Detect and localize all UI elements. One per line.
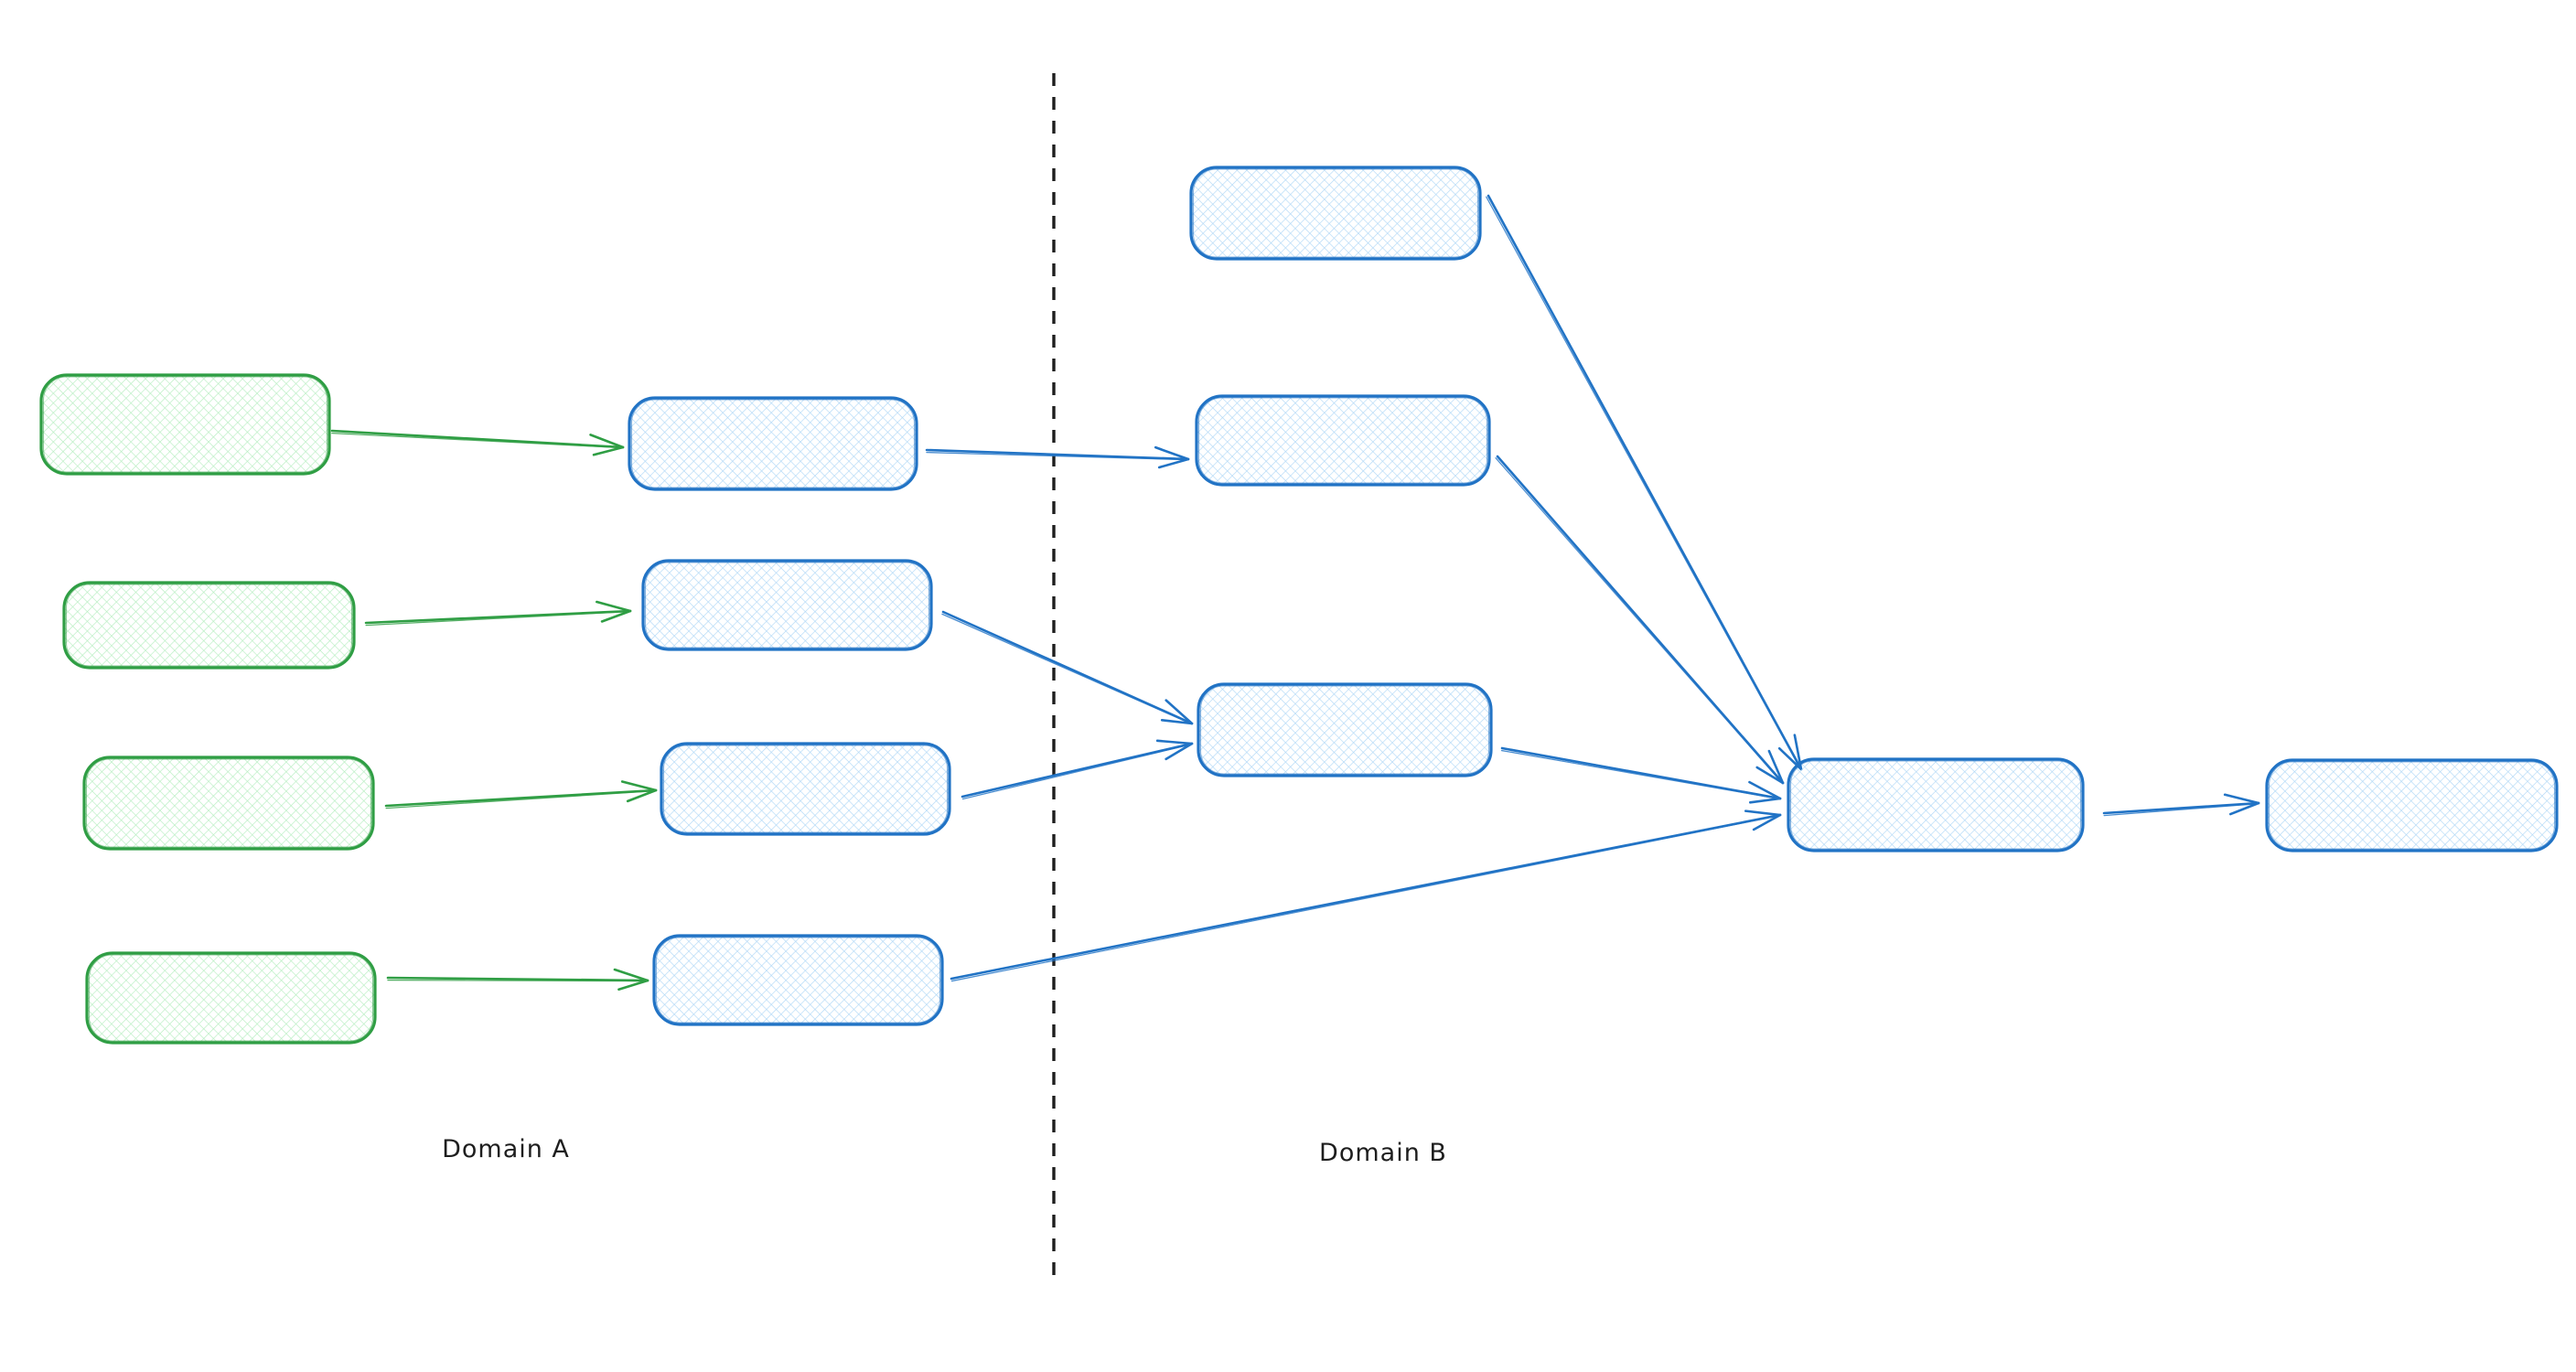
edge-a4-b4[interactable] [386,968,649,991]
node-rect-a4[interactable] [85,951,377,1045]
arrowhead-barb [596,600,632,613]
node-rect-a3[interactable] [82,756,375,851]
arrowhead-barb [592,445,625,456]
edge-sketch-stroke [961,743,1193,800]
edge-c2-d1[interactable] [1495,455,1785,785]
node-sketch-stroke [85,758,372,848]
node-rect-b2[interactable] [641,559,933,651]
node-b1[interactable] [628,396,918,491]
node-rect-a1[interactable] [39,373,331,476]
node-sketch-stroke [65,584,353,667]
node-rect-a2[interactable] [62,581,356,670]
node-a3[interactable] [82,756,375,851]
arrowhead-barb [1155,739,1194,745]
edge-sketch-stroke [331,432,624,449]
node-c1[interactable] [1189,166,1482,261]
node-a1[interactable] [39,373,331,476]
edge-b3-c3[interactable] [961,739,1194,800]
edge-b1-c2[interactable] [925,445,1190,469]
edge-a3-b3[interactable] [384,780,658,809]
node-a2[interactable] [62,581,356,670]
edge-sketch-stroke [2103,802,2259,817]
node-rect-b1[interactable] [628,396,918,491]
node-b2[interactable] [641,559,933,651]
arrowhead-barb [1157,457,1190,469]
edge-sketch-stroke [1486,196,1802,770]
edge-b2-c3[interactable] [941,610,1194,725]
node-sketch-stroke [644,562,930,648]
arrowhead-barb [1165,699,1194,725]
edge-c3-d1[interactable] [1500,746,1782,804]
edge-sketch-stroke [950,814,1781,982]
arrowhead-barb [600,609,632,623]
arrowhead-barb [589,434,625,449]
node-rect-c1[interactable] [1189,166,1482,261]
arrowhead-barb [2228,801,2260,816]
edge-b4-d1[interactable] [950,809,1782,982]
node-rect-d1[interactable] [1787,757,2085,852]
node-e1[interactable] [2265,758,2559,852]
node-sketch-stroke [630,399,916,488]
edge-a1-b1[interactable] [330,429,625,456]
node-rect-b3[interactable] [660,742,951,836]
arrowhead-barb [1744,809,1782,817]
node-sketch-stroke [1192,168,1479,258]
node-sketch-stroke [1197,397,1488,484]
node-rect-c2[interactable] [1195,394,1491,487]
node-sketch-stroke [1199,685,1490,775]
edge-sketch-stroke [1495,457,1784,785]
arrowhead-barb [617,979,649,991]
domain-a-label[interactable]: Domain A [442,1135,570,1163]
node-b4[interactable] [652,934,944,1026]
node-sketch-stroke [42,376,328,473]
edge-sketch-stroke [941,613,1193,725]
edge-d1-e1[interactable] [2102,793,2260,817]
domain-b-label[interactable]: Domain B [1319,1139,1447,1167]
arrowhead-barb [620,780,658,792]
edge-sketch-stroke [926,451,1189,461]
node-rect-e1[interactable] [2265,758,2559,852]
node-b3[interactable] [660,742,951,836]
arrowhead-barb [1767,749,1785,785]
node-rect-c3[interactable] [1197,682,1493,777]
node-sketch-stroke [88,954,374,1042]
arrowhead-barb [1755,766,1785,785]
arrowhead-barb [1165,742,1194,761]
edge-a2-b2[interactable] [364,600,632,627]
edge-sketch-stroke [365,610,631,627]
node-sketch-stroke [655,937,941,1024]
arrowhead-barb [1748,780,1782,800]
node-d1[interactable] [1787,757,2085,852]
arrowhead-barb [2223,793,2260,805]
node-a4[interactable] [85,951,377,1045]
node-sketch-stroke [2268,761,2556,850]
arrowhead-barb [1154,445,1190,461]
node-sketch-stroke [662,745,949,833]
edge-sketch-stroke [385,789,657,809]
arrowhead-barb [613,968,649,982]
edge-c1-d1[interactable] [1486,194,1803,771]
node-c3[interactable] [1197,682,1493,777]
node-rect-b4[interactable] [652,934,944,1026]
arrowhead-barb [1160,719,1194,725]
arrowhead-barb [1748,797,1782,804]
node-sketch-stroke [1789,760,2082,850]
arrowhead-barb [1752,813,1782,831]
node-c2[interactable] [1195,394,1491,487]
edge-sketch-stroke [1500,749,1781,800]
arrowhead-barb [626,788,658,803]
